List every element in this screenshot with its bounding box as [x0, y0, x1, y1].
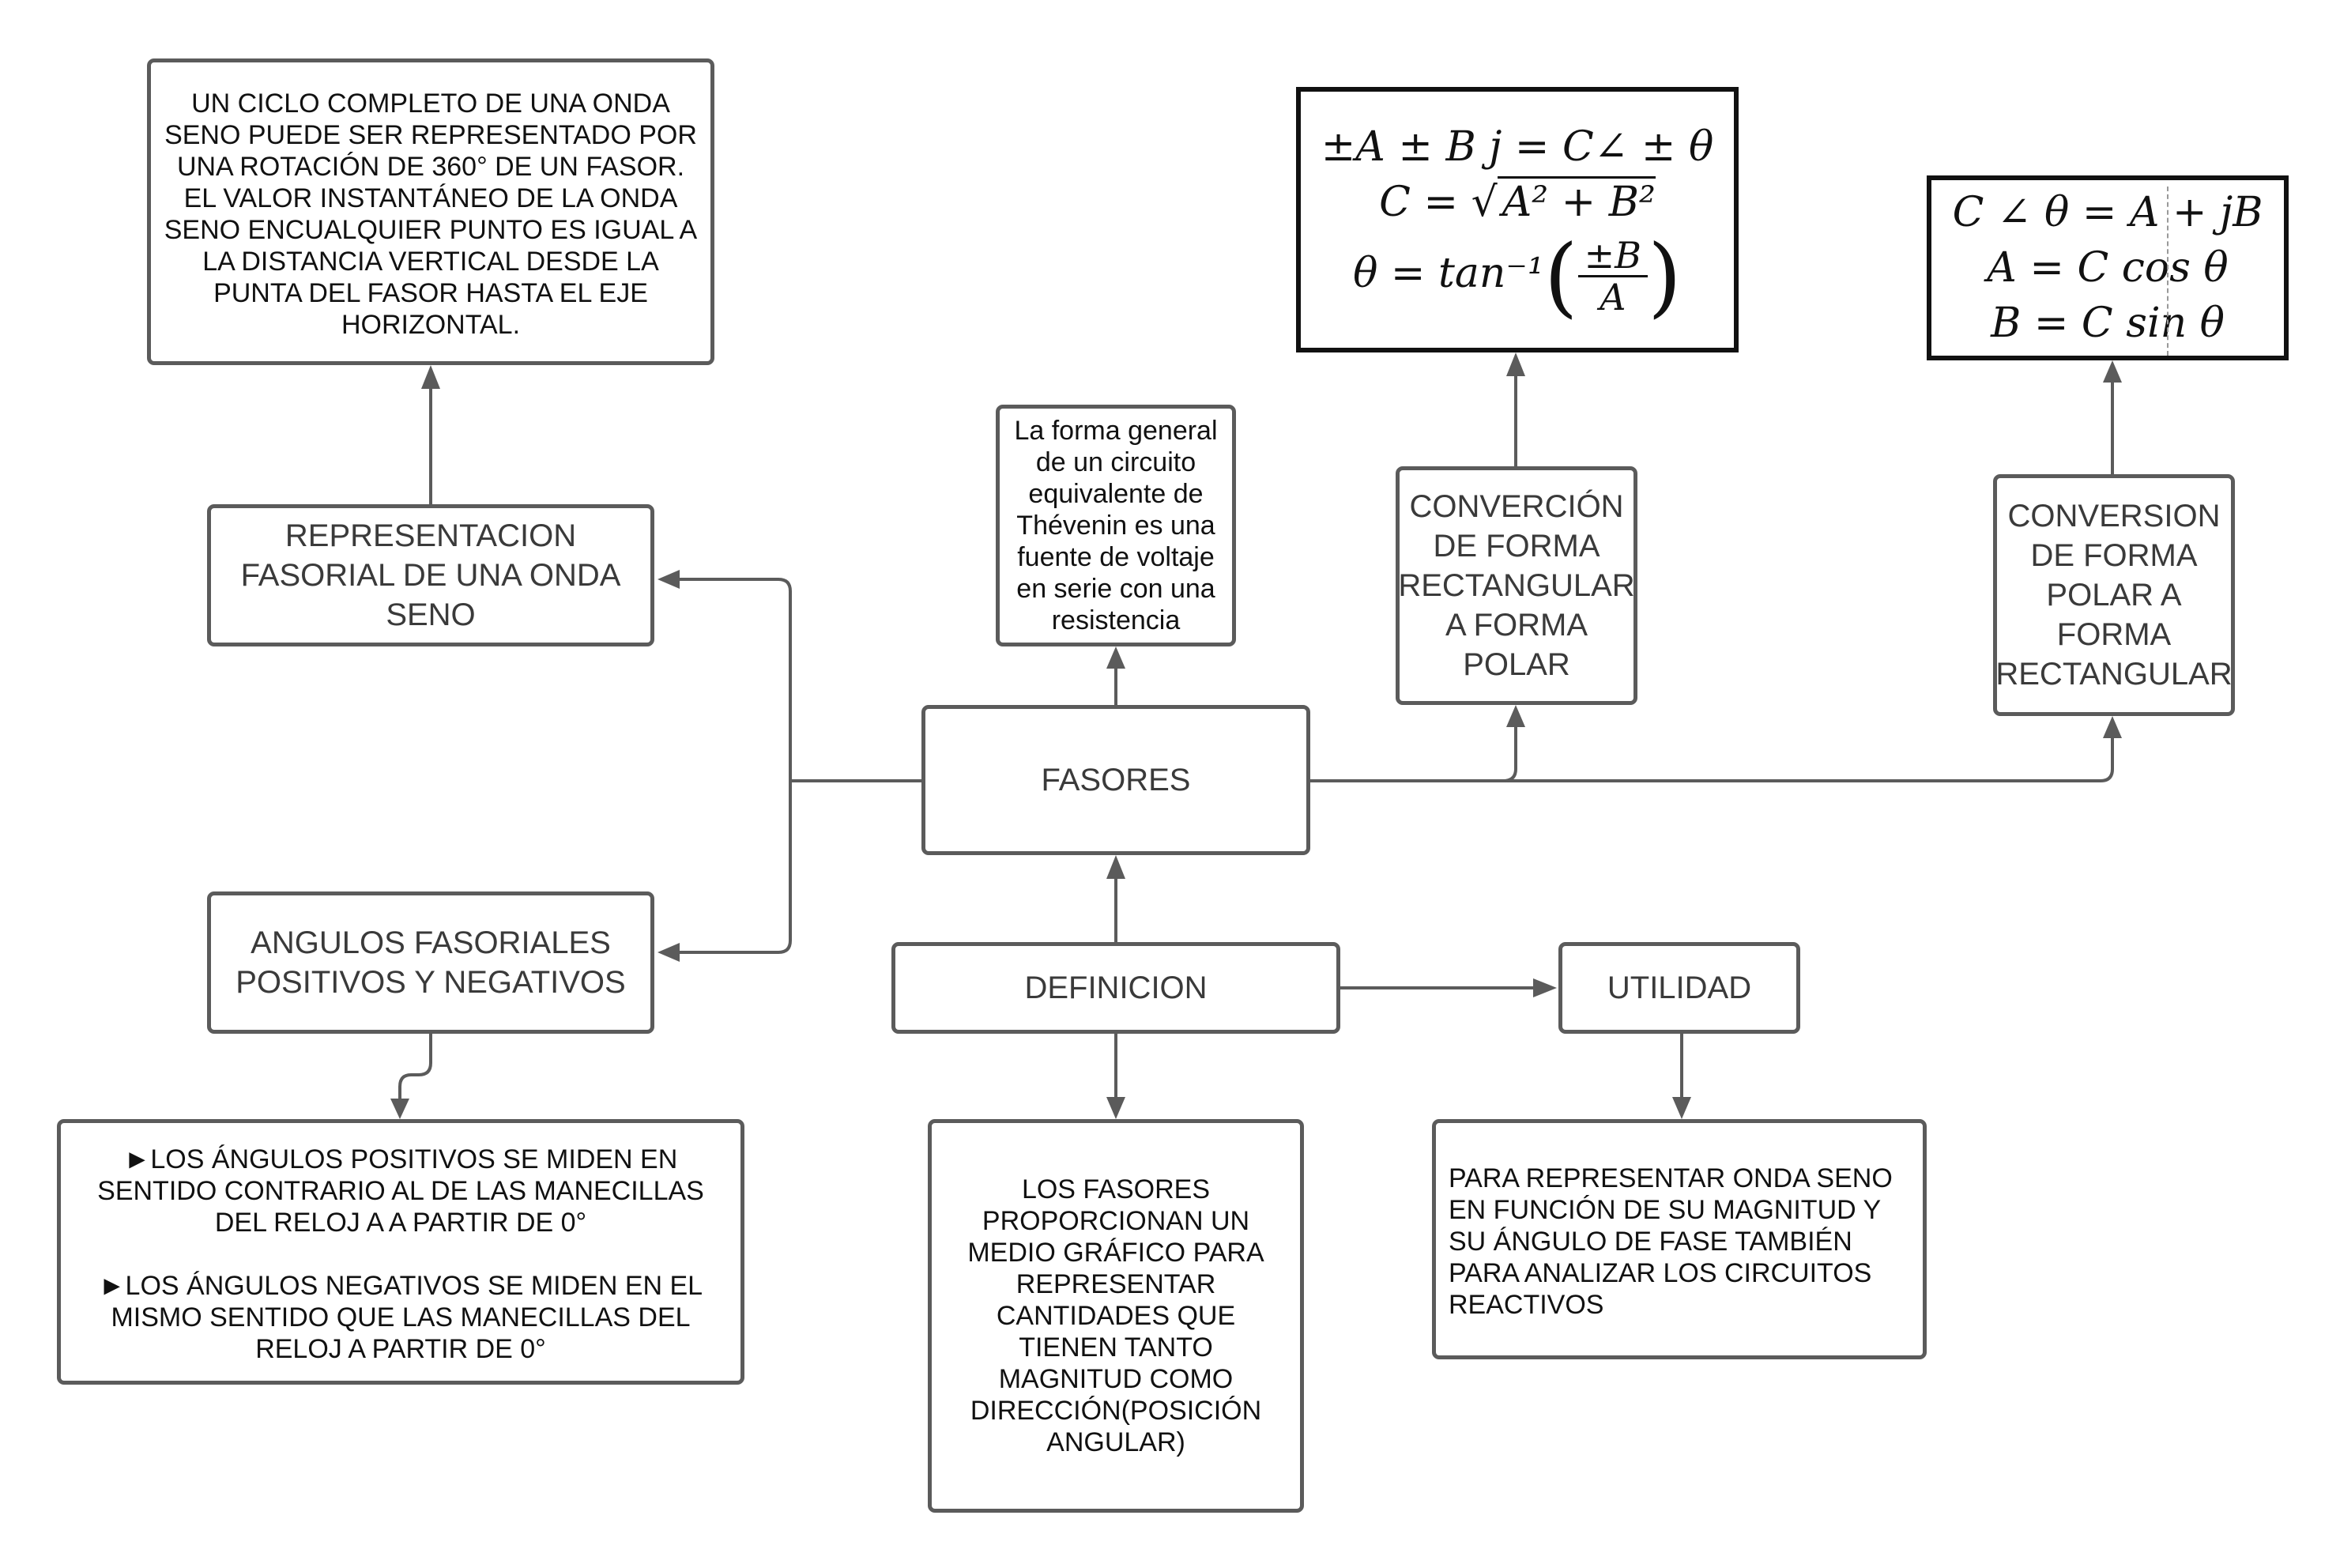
formula-dashed-guide	[2167, 187, 2169, 356]
utilidad-description-box: PARA REPRESENTAR ONDA SENO EN FUNCIÓN DE…	[1432, 1119, 1927, 1359]
definicion-description-box: LOS FASORES PROPORCIONAN UN MEDIO GRÁFIC…	[928, 1119, 1304, 1513]
arrowhead-formula-polar-rect	[2103, 360, 2122, 383]
conversion-polar-rect-label: CONVERSION DE FORMA POLAR A FORMA RECTAN…	[1995, 499, 2233, 692]
paren-open: (	[1543, 225, 1578, 327]
angulos-label: ANGULOS FASORIALES POSITIVOS Y NEGATIVOS	[236, 925, 626, 1000]
arrowhead-thevenin	[1106, 646, 1125, 669]
angulos-positivos-text: ►LOS ÁNGULOS POSITIVOS SE MIDEN EN SENTI…	[97, 1144, 704, 1238]
connector-to-conv-rect-polar	[1502, 726, 1517, 782]
formula-rect-polar-line1: ±A ± B j = C∠ ± θ	[1321, 123, 1714, 172]
formula-polar-to-rect: C ∠ θ = A + jB A = C cos θ B = C sin θ	[1927, 175, 2289, 360]
formula-polar-rect-line3: B = C sin θ	[1991, 300, 2225, 347]
angulos-node[interactable]: ANGULOS FASORIALES POSITIVOS Y NEGATIVOS	[207, 891, 654, 1034]
arrowhead-conv-rect-polar	[1506, 705, 1525, 727]
definicion-label: DEFINICION	[1024, 971, 1208, 1005]
sqrt-symbol: √	[1471, 179, 1498, 227]
arrowhead-definicion-text	[1106, 1097, 1125, 1119]
arrowhead-fasores	[1106, 855, 1125, 879]
conversion-polar-rect-node[interactable]: CONVERSION DE FORMA POLAR A FORMA RECTAN…	[1993, 474, 2235, 716]
thevenin-description-box: La forma general de un circuito equivale…	[996, 405, 1236, 646]
formula-fraction-denominator: A	[1600, 276, 1626, 319]
formula-line2-radicand: A² + B²	[1497, 176, 1656, 227]
conversion-rect-polar-node[interactable]: CONVERCIÓN DE FORMA RECTANGULAR A FORMA …	[1396, 466, 1637, 705]
formula-rect-polar-line2: C = √A² + B²	[1379, 175, 1656, 230]
ciclo-description-box: UN CICLO COMPLETO DE UNA ONDA SENO PUEDE…	[147, 58, 714, 365]
utilidad-node[interactable]: UTILIDAD	[1558, 942, 1800, 1034]
arrowhead-utilidad	[1533, 978, 1557, 997]
representacion-node[interactable]: REPRESENTACION FASORIAL DE UNA ONDA SENO	[207, 504, 654, 646]
arrowhead-utilidad-text	[1672, 1097, 1691, 1119]
arrowhead-angulos	[658, 943, 680, 962]
formula-polar-rect-line2: A = C cos θ	[1987, 244, 2229, 292]
arrowhead-angulos-text	[390, 1099, 409, 1119]
definicion-description-text: LOS FASORES PROPORCIONAN UN MEDIO GRÁFIC…	[967, 1174, 1264, 1457]
arrowhead-ciclo	[421, 365, 440, 389]
arrowhead-conv-polar-rect	[2103, 716, 2122, 738]
definicion-node[interactable]: DEFINICION	[891, 942, 1340, 1034]
ciclo-description-text: UN CICLO COMPLETO DE UNA ONDA SENO PUEDE…	[164, 89, 698, 340]
connector-fasores-right	[1309, 737, 2114, 782]
formula-polar-rect-line1: C ∠ θ = A + jB	[1952, 189, 2263, 236]
arrowhead-representacion	[658, 570, 680, 589]
conversion-rect-polar-label: CONVERCIÓN DE FORMA RECTANGULAR A FORMA …	[1398, 489, 1635, 682]
formula-line2-prefix: C =	[1379, 179, 1471, 227]
angulos-description-box: ►LOS ÁNGULOS POSITIVOS SE MIDEN EN SENTI…	[57, 1119, 744, 1385]
representacion-label: REPRESENTACION FASORIAL DE UNA ONDA SENO	[240, 518, 621, 632]
connector-angulos-down	[398, 1034, 432, 1106]
fasores-node[interactable]: FASORES	[921, 705, 1310, 855]
connector-to-representacion	[680, 578, 792, 781]
connector-to-angulos	[680, 781, 792, 954]
utilidad-label: UTILIDAD	[1607, 971, 1752, 1005]
arrowhead-formula-rect-polar	[1506, 352, 1525, 376]
formula-rect-to-polar: ±A ± B j = C∠ ± θ C = √A² + B² θ = tan⁻¹…	[1296, 87, 1739, 352]
fasores-label: FASORES	[1041, 763, 1191, 797]
formula-fraction-numerator: ±B	[1577, 236, 1648, 278]
utilidad-description-text: PARA REPRESENTAR ONDA SENO EN FUNCIÓN DE…	[1449, 1163, 1893, 1320]
thevenin-description-text: La forma general de un circuito equivale…	[1014, 416, 1218, 635]
formula-line3-prefix: θ = tan⁻¹	[1353, 250, 1544, 298]
paren-close: )	[1647, 225, 1682, 327]
angulos-negativos-text: ►LOS ÁNGULOS NEGATIVOS SE MIDEN EN EL MI…	[98, 1271, 703, 1364]
